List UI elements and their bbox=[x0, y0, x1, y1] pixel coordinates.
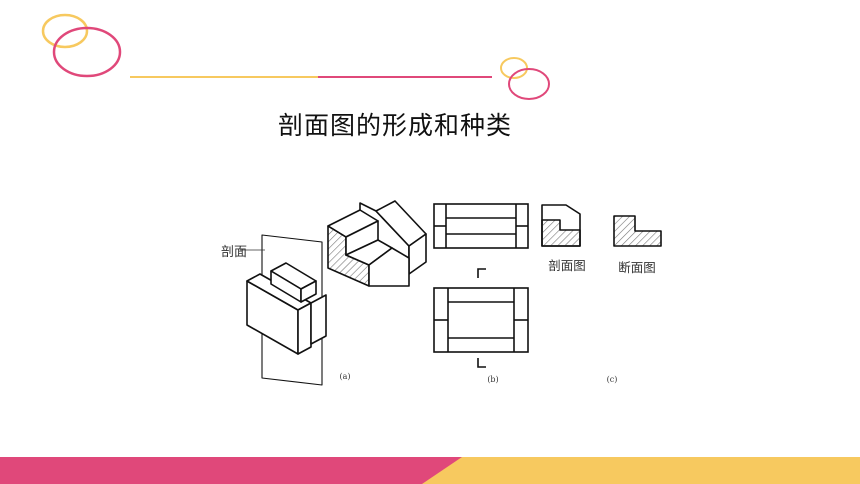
caption-b: (b) bbox=[487, 375, 498, 384]
slide-title: 剖面图的形成和种类 bbox=[277, 111, 512, 140]
section-plane-label: 剖面 bbox=[221, 245, 247, 260]
caption-c: (c) bbox=[607, 375, 618, 384]
yellow-ring-large bbox=[41, 13, 89, 49]
figure-a-intact-part bbox=[246, 234, 327, 386]
cross-section-label: 断面图 bbox=[618, 260, 656, 275]
bottom-band bbox=[0, 457, 860, 484]
header-decoration bbox=[41, 13, 550, 100]
figure-a-cut-part bbox=[327, 200, 427, 287]
yellow-ring-small bbox=[500, 57, 528, 79]
pink-ring-large bbox=[52, 26, 122, 78]
figure-c-views bbox=[541, 204, 662, 247]
sectional-view-label: 剖面图 bbox=[548, 258, 586, 273]
caption-a: (a) bbox=[339, 372, 350, 381]
section-view-figure: 剖面 剖面图 断面图 (a) (b) (c) bbox=[221, 200, 662, 386]
bottom-band-pink bbox=[0, 457, 462, 484]
pink-ring-small bbox=[508, 68, 550, 100]
figure-b-views bbox=[433, 203, 529, 368]
